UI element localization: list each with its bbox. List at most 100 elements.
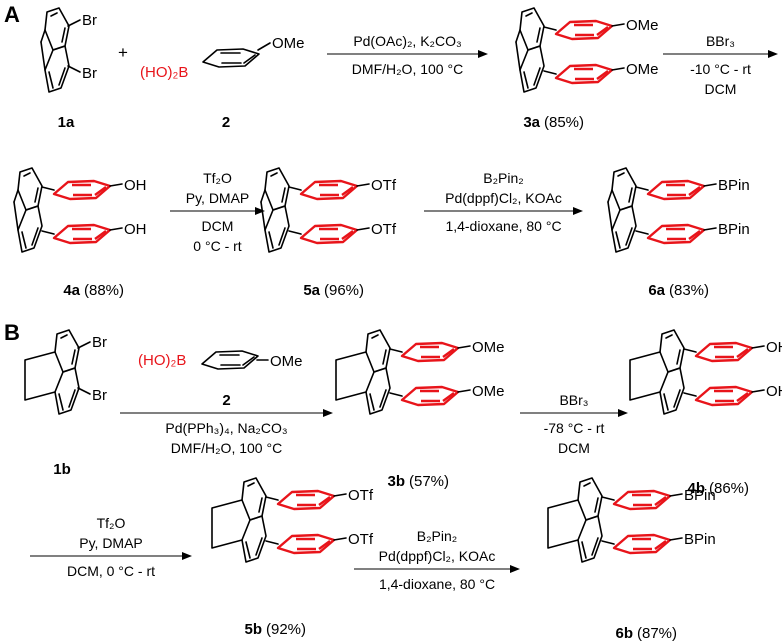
five-membered-bridge xyxy=(547,499,579,549)
bond xyxy=(333,537,347,541)
substituent-label: OMe xyxy=(472,339,505,356)
bond xyxy=(21,231,27,249)
bond xyxy=(41,186,55,191)
bond xyxy=(688,230,701,240)
five-membered-bridge xyxy=(629,351,661,401)
bond xyxy=(68,389,76,408)
bond xyxy=(751,389,765,393)
bond xyxy=(635,230,649,235)
bond xyxy=(356,183,370,187)
compound-number: 3a xyxy=(523,114,540,131)
bond xyxy=(40,29,46,43)
bond xyxy=(288,186,302,191)
bond xyxy=(270,172,278,177)
compound-number: 2 xyxy=(222,114,230,131)
bond xyxy=(31,227,39,246)
compound-yield: (85%) xyxy=(544,114,584,131)
reagent-text: Py, DMAP xyxy=(186,190,250,206)
condition-text: 0 °C - rt xyxy=(193,238,241,254)
bond xyxy=(683,392,697,397)
methoxy-substituent: OMe xyxy=(272,35,305,52)
substituent-label: BPin xyxy=(684,531,716,548)
bond xyxy=(625,227,633,246)
bond xyxy=(333,493,347,497)
bond xyxy=(71,349,76,365)
panel-label-a: A xyxy=(4,2,20,27)
condition-text: DCM, 0 °C - rt xyxy=(67,563,155,579)
five-membered-bridge xyxy=(24,351,56,401)
bond xyxy=(41,230,55,235)
reagent-text: Pd(dppf)Cl₂, KOAc xyxy=(445,190,562,206)
bond xyxy=(591,537,599,556)
compound-number: 3b xyxy=(387,473,405,490)
bond xyxy=(94,230,107,240)
bromo-substituent: Br xyxy=(82,12,97,29)
substituent-label: OMe xyxy=(626,17,659,34)
bond xyxy=(601,496,615,501)
compound-yield: (92%) xyxy=(266,621,306,638)
benzene-ring xyxy=(201,350,259,370)
arrow-head xyxy=(768,50,778,58)
bond xyxy=(247,482,255,487)
arrow-head xyxy=(478,50,488,58)
compound-yield: (83%) xyxy=(669,282,709,299)
bond xyxy=(58,67,66,86)
bond xyxy=(341,230,354,240)
bond xyxy=(77,341,91,349)
reagent-text: B₂Pin₂ xyxy=(417,528,457,544)
bond xyxy=(703,183,717,187)
bond xyxy=(525,12,533,17)
compound-yield: (57%) xyxy=(409,473,449,490)
condition-text: 1,4-dioxane, 80 °C xyxy=(445,218,561,234)
bond xyxy=(665,334,673,339)
bond xyxy=(13,201,19,231)
compound-yield: (88%) xyxy=(84,282,124,299)
bond xyxy=(543,70,557,75)
boronic-acid-group: (HO)₂B xyxy=(140,64,188,81)
arrow-head xyxy=(618,409,628,417)
methoxy-substituent: OMe xyxy=(270,353,303,370)
bond xyxy=(596,70,609,80)
compound-4b: OHOH4b(86%) xyxy=(629,329,782,497)
bond xyxy=(751,345,765,349)
bond xyxy=(318,496,331,506)
compound-1b: Br Br 1b xyxy=(24,329,107,478)
compound-yield: (87%) xyxy=(637,625,677,642)
bond xyxy=(255,537,263,556)
bond xyxy=(245,541,251,559)
bond xyxy=(109,227,123,231)
bond xyxy=(34,187,39,203)
substituent-label: BPin xyxy=(684,487,716,504)
bond xyxy=(48,71,54,89)
panel-label-b: B xyxy=(4,320,20,345)
bond xyxy=(260,201,266,231)
substituent-label: OTf xyxy=(371,177,397,194)
substituent-label: OH xyxy=(766,383,782,400)
boronic-acid-group: (HO)₂B xyxy=(138,352,186,369)
bond xyxy=(442,348,455,358)
plus-sign: + xyxy=(118,43,128,62)
compound-2: (HO)₂B OMe 2 xyxy=(140,35,305,131)
bromo-substituent: Br xyxy=(82,65,97,82)
bond xyxy=(379,389,387,408)
substituent-label: OTf xyxy=(348,487,374,504)
bond xyxy=(635,186,649,191)
bond xyxy=(611,67,625,71)
bromo-substituent: Br xyxy=(92,387,107,404)
bond xyxy=(265,540,279,545)
substituent-label: OMe xyxy=(472,383,505,400)
substituent-label: OTf xyxy=(348,531,374,548)
bond xyxy=(628,187,633,203)
condition-text: DMF/H₂O, 100 °C xyxy=(352,61,463,77)
